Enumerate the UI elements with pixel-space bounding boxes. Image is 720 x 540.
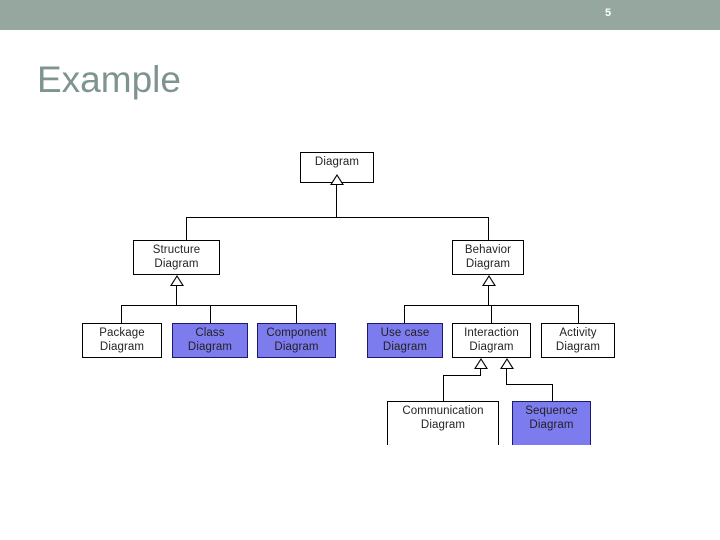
edge-drop-usecase <box>404 305 405 323</box>
edge-bus-sequence <box>506 384 552 385</box>
uml-diagram-taxonomy: Diagram Structure Diagram Behavior Diagr… <box>0 130 720 445</box>
edge-stem-sequence <box>506 369 507 384</box>
node-component-diagram[interactable]: Component Diagram <box>257 323 336 358</box>
edge-drop-structure <box>186 217 187 240</box>
generalization-arrow-structure <box>170 275 184 286</box>
edge-bus-diagram <box>186 217 488 218</box>
edge-drop-interaction <box>491 305 492 323</box>
node-component-label-line1: Component <box>266 327 327 339</box>
node-class-label-line2: Diagram <box>187 340 233 353</box>
node-usecase-label-line2: Diagram <box>382 340 428 353</box>
node-class-label-line1: Class <box>195 327 225 339</box>
node-package-label-line1: Package <box>99 327 145 339</box>
slide-header-bar <box>0 0 720 30</box>
node-diagram[interactable]: Diagram <box>300 152 374 183</box>
node-behavior-label-line2: Diagram <box>465 257 511 270</box>
node-activity-label-line1: Activity <box>559 327 597 339</box>
edge-bus-structure <box>121 305 296 306</box>
edge-drop-communication <box>443 375 444 401</box>
node-activity-diagram[interactable]: Activity Diagram <box>541 323 615 358</box>
node-interaction-diagram[interactable]: Interaction Diagram <box>452 323 531 358</box>
edge-stem-communication <box>480 369 481 375</box>
node-communication-label-line1: Communication <box>402 405 484 417</box>
generalization-arrow-behavior <box>482 275 496 286</box>
node-structure-label-line1: Structure <box>152 244 201 256</box>
node-component-label-line2: Diagram <box>274 340 319 353</box>
node-structure-label-line2: Diagram <box>154 257 199 270</box>
page-title: Example <box>37 59 181 100</box>
node-structure-diagram[interactable]: Structure Diagram <box>133 240 220 275</box>
node-communication-diagram[interactable]: Communication Diagram <box>387 401 499 445</box>
node-package-label-line2: Diagram <box>99 340 145 353</box>
node-behavior-diagram[interactable]: Behavior Diagram <box>452 240 524 275</box>
node-sequence-label-line1: Sequence <box>525 405 578 417</box>
generalization-arrow-sequence <box>500 358 514 369</box>
generalization-arrow-diagram <box>330 174 344 185</box>
edge-bus-communication <box>443 375 481 376</box>
node-usecase-diagram[interactable]: Use case Diagram <box>367 323 443 358</box>
node-sequence-label-line2: Diagram <box>529 418 574 431</box>
node-behavior-label-line1: Behavior <box>464 244 512 256</box>
node-interaction-label-line1: Interaction <box>464 327 519 339</box>
edge-stem-structure <box>176 286 177 305</box>
edge-drop-behavior <box>488 217 489 240</box>
edge-stem-behavior <box>488 286 489 305</box>
node-usecase-label-line1: Use case <box>380 327 430 339</box>
node-interaction-label-line2: Diagram <box>469 340 514 353</box>
edge-drop-package <box>121 305 122 323</box>
edge-drop-activity <box>578 305 579 323</box>
node-activity-label-line2: Diagram <box>555 340 601 353</box>
generalization-arrow-communication <box>474 358 488 369</box>
edge-drop-sequence <box>552 384 553 401</box>
edge-stem-diagram <box>336 185 337 217</box>
edge-drop-class <box>210 305 211 323</box>
node-package-diagram[interactable]: Package Diagram <box>82 323 162 358</box>
node-sequence-diagram[interactable]: Sequence Diagram <box>512 401 591 445</box>
node-diagram-label-line1: Diagram <box>314 156 360 168</box>
page-number: 5 <box>604 7 612 19</box>
node-communication-label-line2: Diagram <box>420 418 466 431</box>
node-class-diagram[interactable]: Class Diagram <box>172 323 248 358</box>
edge-drop-component <box>296 305 297 323</box>
